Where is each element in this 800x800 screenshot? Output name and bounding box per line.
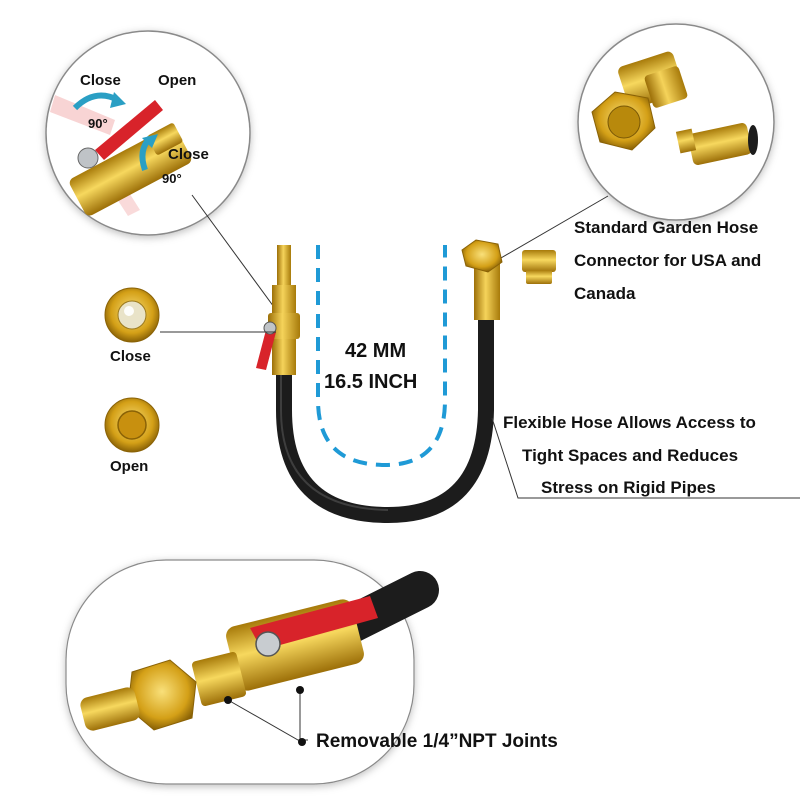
close-disc	[104, 287, 160, 343]
garden-label-line1: Standard Garden Hose	[574, 218, 759, 237]
valve-close-label: Close	[80, 72, 121, 89]
garden-label-line2: Connector for USA and	[574, 251, 762, 270]
flex-label-line3: Stress on Rigid Pipes	[541, 478, 716, 497]
valve-close-label-right: Close	[168, 146, 209, 163]
state-open-label: Open	[110, 458, 149, 475]
state-close-label: Close	[110, 348, 151, 365]
dimension-mm: 42 MM	[345, 340, 407, 362]
npt-detail-panel	[65, 559, 439, 785]
flex-label-line2: Tight Spaces and Reduces	[522, 446, 739, 465]
dimension-inch: 16.5 INCH	[324, 371, 418, 393]
hose-assembly	[256, 239, 556, 524]
flex-label-line1: Flexible Hose Allows Access to	[503, 413, 756, 432]
angle-label-top: 90°	[88, 116, 108, 131]
angle-label-bottom: 90°	[162, 171, 182, 186]
open-disc	[104, 397, 160, 453]
dimension-line	[316, 245, 447, 468]
valve-open-label: Open	[158, 72, 197, 89]
garden-connector-circle	[577, 23, 775, 221]
npt-joints-label: Removable 1/4”NPT Joints	[316, 731, 558, 752]
valve-detail-circle	[45, 30, 251, 236]
garden-label-line3: Canada	[574, 284, 636, 303]
